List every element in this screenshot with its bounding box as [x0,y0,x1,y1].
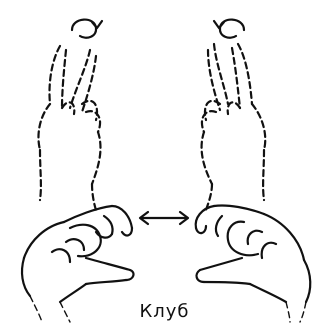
sign-caption: Клуб [0,300,329,323]
rotate-arrow-counterclockwise-icon [214,20,244,38]
left-v-hand [38,46,100,210]
rotate-arrow-clockwise-icon [72,20,102,38]
double-headed-arrow-icon [140,212,188,224]
right-v-hand [202,44,266,210]
